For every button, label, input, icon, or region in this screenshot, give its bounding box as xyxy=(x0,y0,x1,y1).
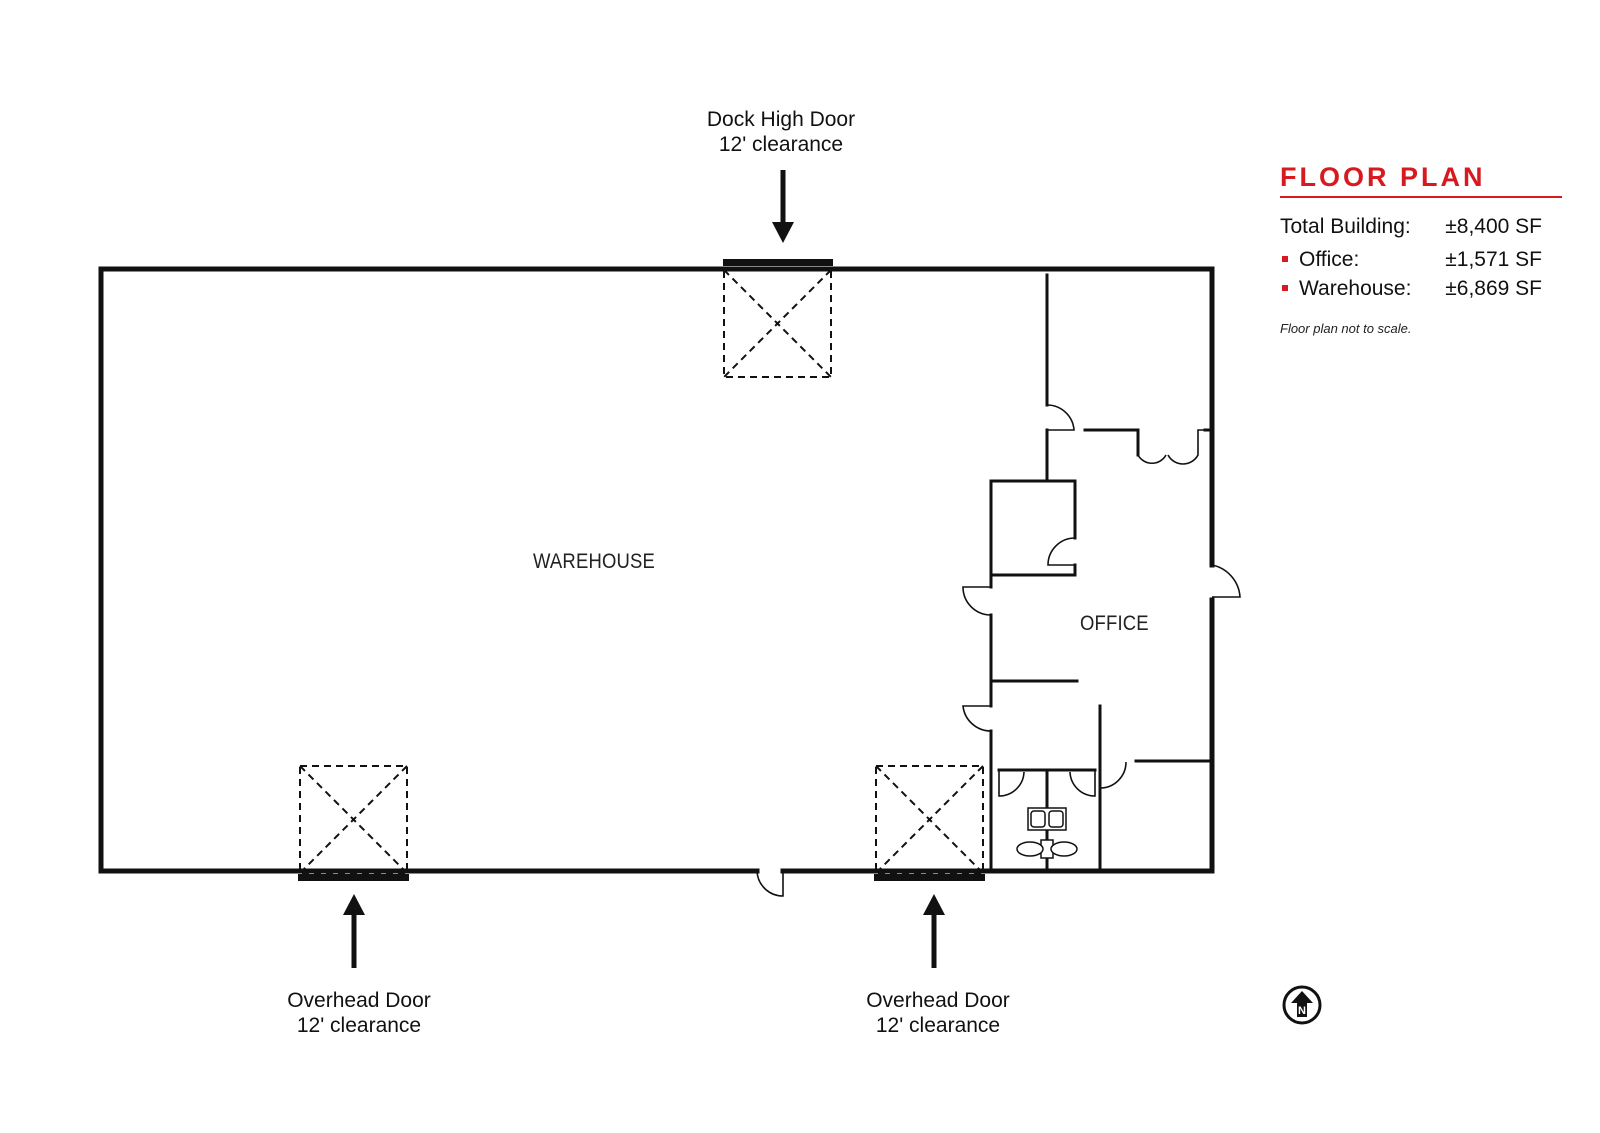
dock-high-door-label: Dock High Door 12' clearance xyxy=(651,107,911,157)
door-swings xyxy=(756,404,1241,897)
door-swing xyxy=(962,705,992,732)
bullet-icon xyxy=(1282,256,1288,262)
door-swing xyxy=(998,770,1025,797)
overhead-door-right-panel xyxy=(874,874,985,881)
overhead-door-left-panel xyxy=(298,874,409,881)
interior-walls xyxy=(989,273,1212,873)
overhead-door-right-name: Overhead Door xyxy=(866,989,1010,1012)
dock-high-door-panel xyxy=(723,259,833,266)
exterior-walls xyxy=(98,266,1215,874)
stat-value: ±1,571 SF xyxy=(1445,248,1542,271)
stat-label: Total Building: xyxy=(1280,215,1411,238)
stat-value: ±8,400 SF xyxy=(1445,215,1542,238)
restroom-fixtures xyxy=(1016,807,1078,859)
overhead-door-right-label: Overhead Door 12' clearance xyxy=(808,988,1068,1038)
door-swing xyxy=(962,586,992,616)
overhead-right-arrow xyxy=(923,894,945,968)
stat-label: Office: xyxy=(1299,248,1360,271)
overhead-door-right-clearance xyxy=(875,765,984,874)
floor-plan-legend: FLOOR PLAN Total Building: ±8,400 SF Off… xyxy=(1280,160,1562,336)
overhead-left-arrow xyxy=(343,894,365,968)
office-room-label: OFFICE xyxy=(1080,612,1149,635)
dock-high-door-clearance: 12' clearance xyxy=(718,133,844,156)
door-swing xyxy=(1069,770,1096,797)
stat-value: ±6,869 SF xyxy=(1445,277,1542,300)
dock-high-door-name: Dock High Door xyxy=(706,108,856,131)
north-arrow-icon: N xyxy=(1282,985,1322,1025)
stat-total-building: Total Building: ±8,400 SF xyxy=(1280,212,1562,245)
overhead-door-left-clearance: 12' clearance xyxy=(296,1014,422,1037)
overhead-door-left-label: Overhead Door 12' clearance xyxy=(229,988,489,1038)
warehouse-room-label: WAREHOUSE xyxy=(533,550,656,573)
door-swing xyxy=(1211,564,1241,598)
door-swing xyxy=(1046,404,1075,431)
stat-label: Warehouse: xyxy=(1299,277,1412,300)
north-letter: N xyxy=(1298,1005,1306,1017)
overhead-door-left-name: Overhead Door xyxy=(287,989,431,1012)
overhead-door-right-clearance: 12' clearance xyxy=(875,1014,1001,1037)
door-swing xyxy=(1047,537,1076,566)
door-clearance-boxes xyxy=(299,269,984,874)
door-swing xyxy=(756,870,784,897)
door-panels xyxy=(298,259,985,881)
bullet-icon xyxy=(1282,285,1288,291)
legend-note: Floor plan not to scale. xyxy=(1280,321,1412,336)
legend-title: FLOOR PLAN xyxy=(1280,160,1562,198)
dock-high-arrow xyxy=(772,170,794,243)
stat-warehouse: Warehouse: ±6,869 SF xyxy=(1280,274,1562,303)
overhead-door-left-clearance xyxy=(299,765,408,874)
dock-high-door-clearance xyxy=(723,269,832,378)
door-swing xyxy=(1099,761,1127,789)
door-swing xyxy=(1137,429,1205,465)
stat-office: Office: ±1,571 SF xyxy=(1280,245,1562,274)
direction-arrows xyxy=(343,170,945,968)
